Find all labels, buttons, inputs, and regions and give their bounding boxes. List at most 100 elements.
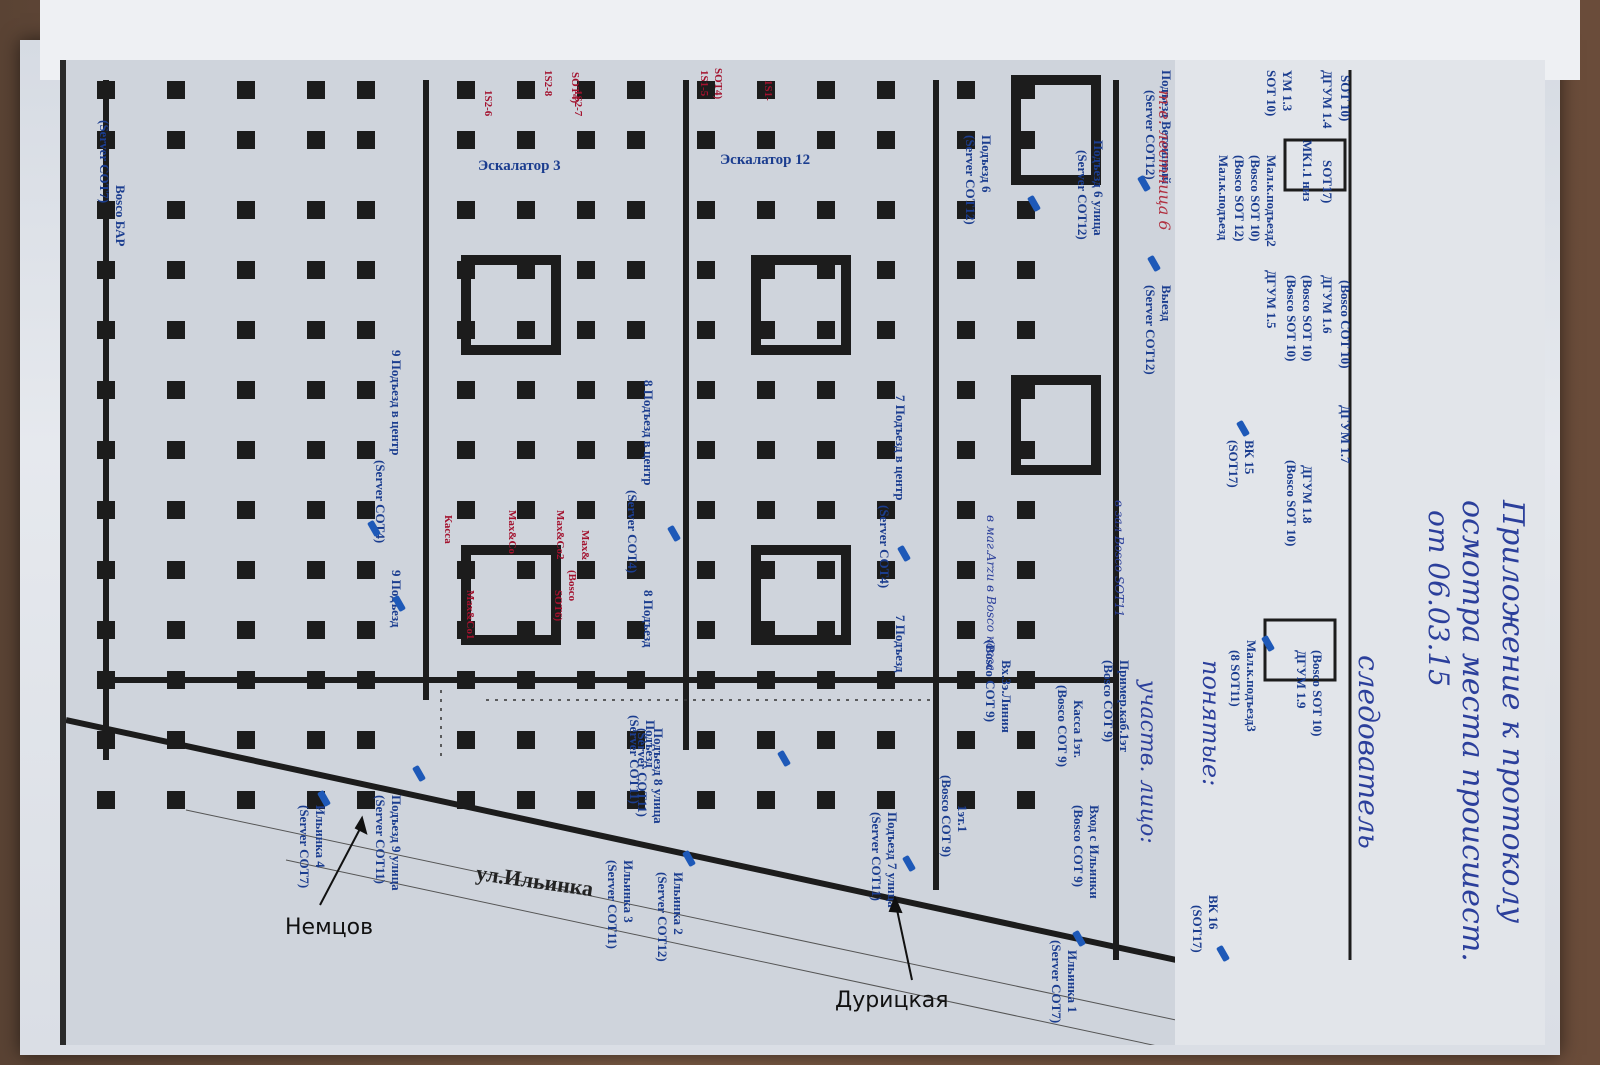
shop-label-bosco: (Bosco	[566, 570, 578, 602]
column	[167, 201, 185, 219]
column	[817, 201, 835, 219]
column	[627, 81, 645, 99]
column	[697, 131, 715, 149]
column	[757, 131, 775, 149]
column	[757, 441, 775, 459]
column	[307, 321, 325, 339]
column	[697, 201, 715, 219]
column	[237, 731, 255, 749]
column	[817, 261, 835, 279]
column	[577, 131, 595, 149]
column	[957, 621, 975, 639]
entrance-7-center-server-label: (Server COT4)	[877, 505, 892, 589]
column	[697, 561, 715, 579]
entrance-7-street-label: Подъезд 7 улица	[885, 812, 900, 908]
column	[517, 441, 535, 459]
column	[237, 791, 255, 809]
side-panel: SOT 10) ДГУМ 1.4 YM 1.3 SOT 10) SOT17) М…	[1135, 60, 1545, 1045]
column	[957, 81, 975, 99]
column	[817, 621, 835, 639]
column	[757, 621, 775, 639]
handwritten-note-stairs: т.е. лестница 6	[1155, 90, 1174, 231]
top-label-dgum15: ДГУМ 1.5	[1264, 270, 1279, 329]
column	[957, 131, 975, 149]
column	[757, 261, 775, 279]
column	[357, 201, 375, 219]
shop-label-maxco: Max&Co	[506, 510, 518, 554]
column	[457, 501, 475, 519]
column	[627, 381, 645, 399]
column	[577, 321, 595, 339]
column	[697, 621, 715, 639]
column	[877, 621, 895, 639]
column	[357, 381, 375, 399]
column	[817, 81, 835, 99]
floor-1-label: 1эт.1	[955, 805, 970, 833]
bosco-bar-server-label: (Server COT7)	[97, 120, 112, 204]
column	[237, 81, 255, 99]
column	[1017, 321, 1035, 339]
column	[307, 131, 325, 149]
column	[1017, 441, 1035, 459]
column	[517, 621, 535, 639]
column	[237, 131, 255, 149]
top-label-bosco-sot10-a: (Bosco SOT 10)	[1248, 155, 1263, 242]
top-label-bosco-sot10-b: (Bosco SOT 10)	[1300, 275, 1315, 362]
ilyinka-entrance-label: Вход с Ильинки	[1087, 805, 1102, 899]
column	[577, 731, 595, 749]
column	[237, 261, 255, 279]
column	[237, 321, 255, 339]
entrance-server-label: (Server COT11)	[627, 715, 642, 804]
column	[1017, 261, 1035, 279]
entrance-8-center-server-label: (Server COT4)	[625, 490, 640, 574]
column	[237, 381, 255, 399]
column	[627, 321, 645, 339]
column	[357, 501, 375, 519]
column	[877, 261, 895, 279]
column	[577, 791, 595, 809]
top-label-bosco-sot10-e: (Bosco SOT 10)	[1310, 650, 1325, 737]
column	[1017, 81, 1035, 99]
top-label-vk16: ВК 16	[1206, 895, 1221, 930]
top-label-sot17-c: (SOT17)	[1190, 905, 1205, 953]
column	[957, 201, 975, 219]
entrance-label: Подъезд	[643, 720, 658, 768]
column	[237, 501, 255, 519]
column	[757, 381, 775, 399]
column	[697, 731, 715, 749]
column	[357, 441, 375, 459]
top-label-bosco-sot12: (Bosco SOT 12)	[1232, 155, 1247, 242]
cashier-floor1-server-label: (Bosco COT 9)	[1055, 685, 1070, 768]
column	[457, 201, 475, 219]
column	[517, 261, 535, 279]
column	[517, 81, 535, 99]
column	[167, 261, 185, 279]
handwritten-protocol-line2: осмотра места происшест.	[1455, 500, 1490, 962]
top-label-dgum16: ДГУМ 1.6	[1320, 275, 1335, 334]
floor-plan-drawing	[66, 75, 1176, 1045]
ilyinka-1-server-label: (Server COT7)	[1049, 940, 1064, 1024]
column	[877, 791, 895, 809]
column	[167, 501, 185, 519]
column	[307, 501, 325, 519]
column	[1017, 731, 1035, 749]
top-label-vk15: ВК 15	[1242, 440, 1257, 475]
column	[877, 321, 895, 339]
column	[957, 261, 975, 279]
column	[517, 561, 535, 579]
column	[1017, 131, 1035, 149]
column	[517, 381, 535, 399]
column	[1017, 621, 1035, 639]
column	[817, 321, 835, 339]
column	[307, 441, 325, 459]
column	[167, 381, 185, 399]
column	[307, 381, 325, 399]
column	[577, 561, 595, 579]
top-label-bosco-sot10-d: (Bosco SOT 10)	[1284, 460, 1299, 547]
ilyinka-entrance-server-label: (Bosco COT 9)	[1071, 805, 1086, 888]
column	[237, 201, 255, 219]
column	[697, 81, 715, 99]
column	[627, 201, 645, 219]
shop-label-max: Max&	[579, 530, 591, 561]
ilyinka-3-label: Ильинка 3	[621, 860, 636, 923]
